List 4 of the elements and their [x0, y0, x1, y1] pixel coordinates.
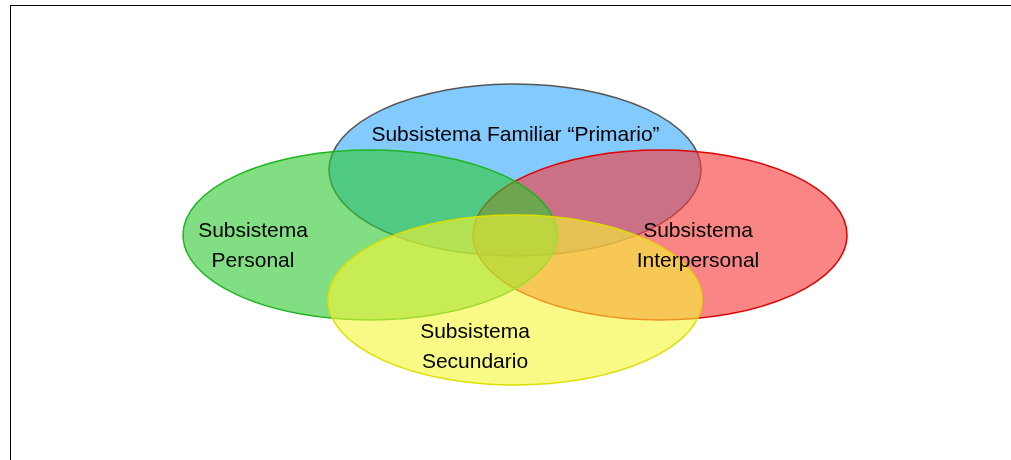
ellipse-label: Subsistema Interpersonal — [635, 217, 761, 273]
ellipse-label: Subsistema Familiar “Primario” — [370, 121, 661, 147]
ellipse-label: Subsistema Secundario — [419, 318, 531, 374]
ellipse-label: Subsistema Personal — [197, 217, 309, 273]
